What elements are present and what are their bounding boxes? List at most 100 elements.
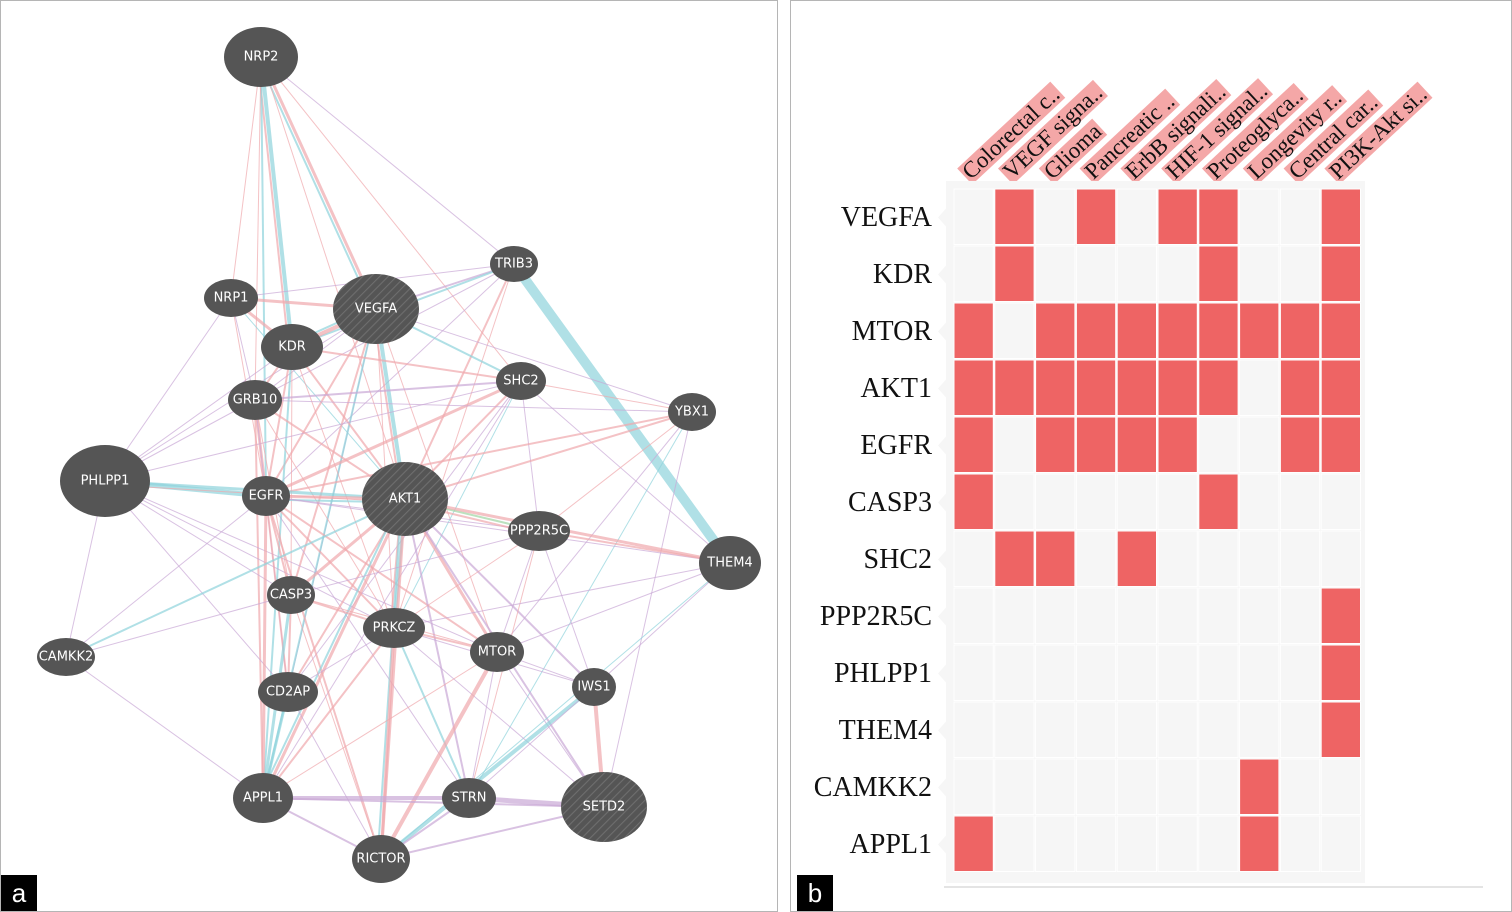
- pathway-label-highlight: [957, 81, 1066, 185]
- node-label: NRP2: [244, 50, 279, 65]
- edge-trib3-akt1: [404, 263, 515, 500]
- node-label: PHLPP1: [81, 474, 130, 489]
- node-label: IWS1: [577, 680, 610, 695]
- edge-egfr-camkk2: [65, 495, 267, 658]
- pathway-label-highlight: [997, 79, 1108, 185]
- cell-ppp2r5c-6: [1198, 587, 1239, 644]
- cell-camkk2-4: [1116, 758, 1158, 815]
- cell-kdr-7: [1239, 245, 1280, 302]
- node-label: AKT1: [389, 492, 422, 507]
- node-prkcz[interactable]: PRKCZ: [363, 608, 425, 648]
- pathway-label-highlight: [1161, 78, 1274, 185]
- edge-kdr-egfr: [265, 346, 293, 497]
- edge-shc2-them4: [520, 380, 731, 564]
- edge-akt1-iws1: [404, 498, 595, 688]
- edge-nrp2-egfr: [260, 56, 267, 497]
- cell-shc2-3: [1075, 530, 1117, 587]
- node-phlpp1[interactable]: PHLPP1: [60, 445, 150, 517]
- cell-camkk2-3: [1075, 758, 1117, 815]
- row-tab: [938, 778, 946, 797]
- node-akt1[interactable]: AKT1: [362, 462, 448, 536]
- edge-nrp2-vegfa: [256, 57, 374, 312]
- node-ellipse: [60, 445, 150, 517]
- node-ppp2r5c[interactable]: PPP2R5C: [508, 511, 570, 551]
- node-label: NRP1: [214, 291, 249, 306]
- node-ellipse: [668, 393, 716, 431]
- cell-them4-1: [994, 701, 1035, 758]
- node-nrp2[interactable]: NRP2: [224, 27, 298, 87]
- gene-label-camkk2: CAMKK2: [814, 772, 932, 803]
- cell-vegfa-8: [1279, 188, 1321, 245]
- cell-vegfa-1: [994, 188, 1035, 245]
- cell-layer: [944, 181, 1483, 888]
- node-vegfa[interactable]: VEGFA: [333, 274, 419, 344]
- cell-akt1-9: [1320, 359, 1362, 416]
- node-kdr[interactable]: KDR: [261, 324, 323, 370]
- row-tab: [938, 265, 946, 284]
- edge-ppp2r5c-prkcz: [393, 530, 540, 629]
- gene-label-shc2: SHC2: [864, 544, 932, 575]
- gene-label-layer: VEGFAKDRMTORAKT1EGFRCASP3SHC2PPP2R5CPHLP…: [814, 202, 946, 860]
- node-mtor[interactable]: MTOR: [470, 632, 524, 672]
- edge-them4-iws1: [593, 562, 731, 688]
- node-nrp1[interactable]: NRP1: [204, 279, 258, 317]
- edge-layer: [65, 55, 735, 861]
- row-tab: [938, 379, 946, 398]
- cell-mtor-6: [1198, 302, 1239, 359]
- cell-them4-4: [1116, 701, 1158, 758]
- cell-vegfa-5: [1157, 188, 1198, 245]
- node-iws1[interactable]: IWS1: [572, 668, 616, 706]
- node-appl1[interactable]: APPL1: [233, 773, 293, 823]
- node-shc2[interactable]: SHC2: [496, 362, 546, 400]
- node-rictor[interactable]: RICTOR: [352, 835, 410, 883]
- cell-kdr-8: [1279, 245, 1321, 302]
- cell-appl1-0: [953, 815, 994, 872]
- cell-akt1-5: [1157, 359, 1198, 416]
- node-ellipse: [258, 672, 318, 712]
- cell-casp3-4: [1116, 473, 1158, 530]
- cell-camkk2-7: [1239, 758, 1280, 815]
- cell-egfr-3: [1075, 416, 1117, 473]
- cell-shc2-7: [1239, 530, 1280, 587]
- node-label: MTOR: [478, 645, 516, 660]
- edge-casp3-rictor: [290, 594, 382, 860]
- cell-kdr-9: [1320, 245, 1362, 302]
- edge-nrp2-vegfa: [259, 55, 378, 311]
- edge-mtor-strn: [468, 651, 498, 799]
- node-cd2ap[interactable]: CD2AP: [258, 672, 318, 712]
- cell-them4-8: [1279, 701, 1321, 758]
- node-them4[interactable]: THEM4: [699, 536, 761, 590]
- node-ybx1[interactable]: YBX1: [668, 393, 716, 431]
- node-strn[interactable]: STRN: [442, 778, 496, 818]
- node-ellipse: [242, 476, 290, 516]
- cell-shc2-6: [1198, 530, 1239, 587]
- edge-phlpp1-cd2ap: [104, 480, 289, 693]
- node-camkk2[interactable]: CAMKK2: [37, 638, 95, 676]
- node-casp3[interactable]: CASP3: [267, 576, 315, 614]
- pathway-header-layer: Colorectal c..VEGF signa..GliomaPancreat…: [957, 78, 1433, 185]
- cell-appl1-1: [994, 815, 1035, 872]
- cell-casp3-8: [1279, 473, 1321, 530]
- row-tab: [938, 721, 946, 740]
- cell-egfr-2: [1035, 416, 1076, 473]
- cell-egfr-0: [953, 416, 994, 473]
- cell-vegfa-3: [1075, 188, 1117, 245]
- cell-appl1-2: [1035, 815, 1076, 872]
- cell-phlpp1-5: [1157, 644, 1198, 701]
- edge-prkcz-setd2: [393, 627, 605, 808]
- edge-casp3-camkk2: [65, 594, 292, 658]
- cell-shc2-5: [1157, 530, 1198, 587]
- edge-grb10-appl1: [254, 399, 264, 799]
- pathway-heatmap: Colorectal c..VEGF signa..GliomaPancreat…: [814, 78, 1483, 888]
- node-grb10[interactable]: GRB10: [228, 380, 282, 420]
- node-ellipse: [496, 362, 546, 400]
- edge-egfr-mtor: [265, 495, 498, 653]
- node-setd2[interactable]: SETD2: [561, 772, 647, 842]
- node-label: PRKCZ: [373, 621, 416, 636]
- cell-camkk2-6: [1198, 758, 1239, 815]
- edge-mtor-appl1: [262, 651, 498, 799]
- node-egfr[interactable]: EGFR: [242, 476, 290, 516]
- node-trib3[interactable]: TRIB3: [490, 246, 538, 282]
